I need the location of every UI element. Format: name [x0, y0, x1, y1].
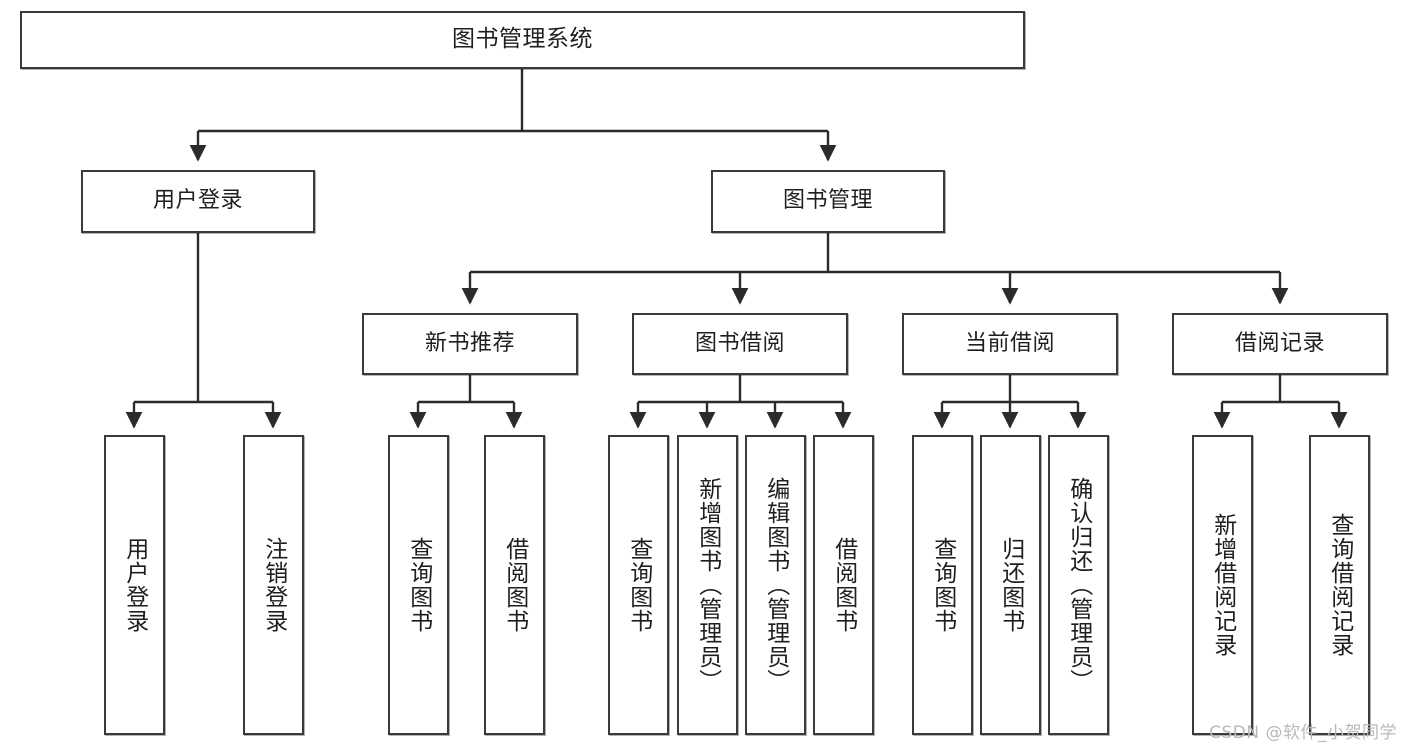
node-label: 图书借阅	[694, 330, 785, 356]
leaf-add-borrow-record[interactable]: 新增借阅记录	[1192, 435, 1253, 735]
node-current-borrow[interactable]: 当前借阅	[902, 313, 1118, 375]
leaf-confirm-return-admin[interactable]: 确认归还（管理员）	[1048, 435, 1109, 735]
leaf-borrow-book[interactable]: 借阅图书	[813, 435, 874, 735]
leaf-return-book[interactable]: 归还图书	[980, 435, 1041, 735]
node-label: 新增借阅记录	[1209, 513, 1236, 657]
node-label: 新增图书（管理员）	[694, 477, 721, 693]
node-label: 图书管理	[782, 188, 873, 214]
node-book-management[interactable]: 图书管理	[711, 170, 945, 233]
node-label: 归还图书	[997, 537, 1024, 633]
node-label: 查询借阅记录	[1326, 513, 1353, 657]
node-label: 查询图书	[405, 537, 432, 633]
node-label: 当前借阅	[964, 330, 1055, 356]
node-label: 编辑图书（管理员）	[762, 477, 789, 693]
node-label: 确认归还（管理员）	[1065, 477, 1092, 693]
leaf-query-book-recommend[interactable]: 查询图书	[388, 435, 449, 735]
node-label: 新书推荐	[424, 330, 515, 356]
node-borrow-record[interactable]: 借阅记录	[1172, 313, 1388, 375]
node-new-book-recommend[interactable]: 新书推荐	[362, 313, 578, 375]
node-label: 用户登录	[121, 537, 148, 633]
node-label: 借阅图书	[501, 537, 528, 633]
node-root-book-management-system[interactable]: 图书管理系统	[20, 11, 1025, 69]
node-label: 借阅记录	[1234, 330, 1325, 356]
node-label: 用户登录	[152, 188, 243, 214]
node-label: 图书管理系统	[452, 26, 593, 53]
node-label: 查询图书	[929, 537, 956, 633]
leaf-add-book-admin[interactable]: 新增图书（管理员）	[677, 435, 738, 735]
node-label: 查询图书	[625, 537, 652, 633]
leaf-query-borrow-record[interactable]: 查询借阅记录	[1309, 435, 1370, 735]
node-user-login[interactable]: 用户登录	[81, 170, 315, 233]
leaf-borrow-book-recommend[interactable]: 借阅图书	[484, 435, 545, 735]
leaf-edit-book-admin[interactable]: 编辑图书（管理员）	[745, 435, 806, 735]
leaf-query-book-borrow[interactable]: 查询图书	[608, 435, 669, 735]
node-book-borrow[interactable]: 图书借阅	[632, 313, 848, 375]
csdn-watermark: CSDN @软件_小贺同学	[1209, 723, 1397, 743]
node-label: 注销登录	[260, 537, 287, 633]
leaf-user-login[interactable]: 用户登录	[104, 435, 165, 735]
leaf-query-book-current[interactable]: 查询图书	[912, 435, 973, 735]
node-label: 借阅图书	[830, 537, 857, 633]
leaf-logout-login[interactable]: 注销登录	[243, 435, 304, 735]
